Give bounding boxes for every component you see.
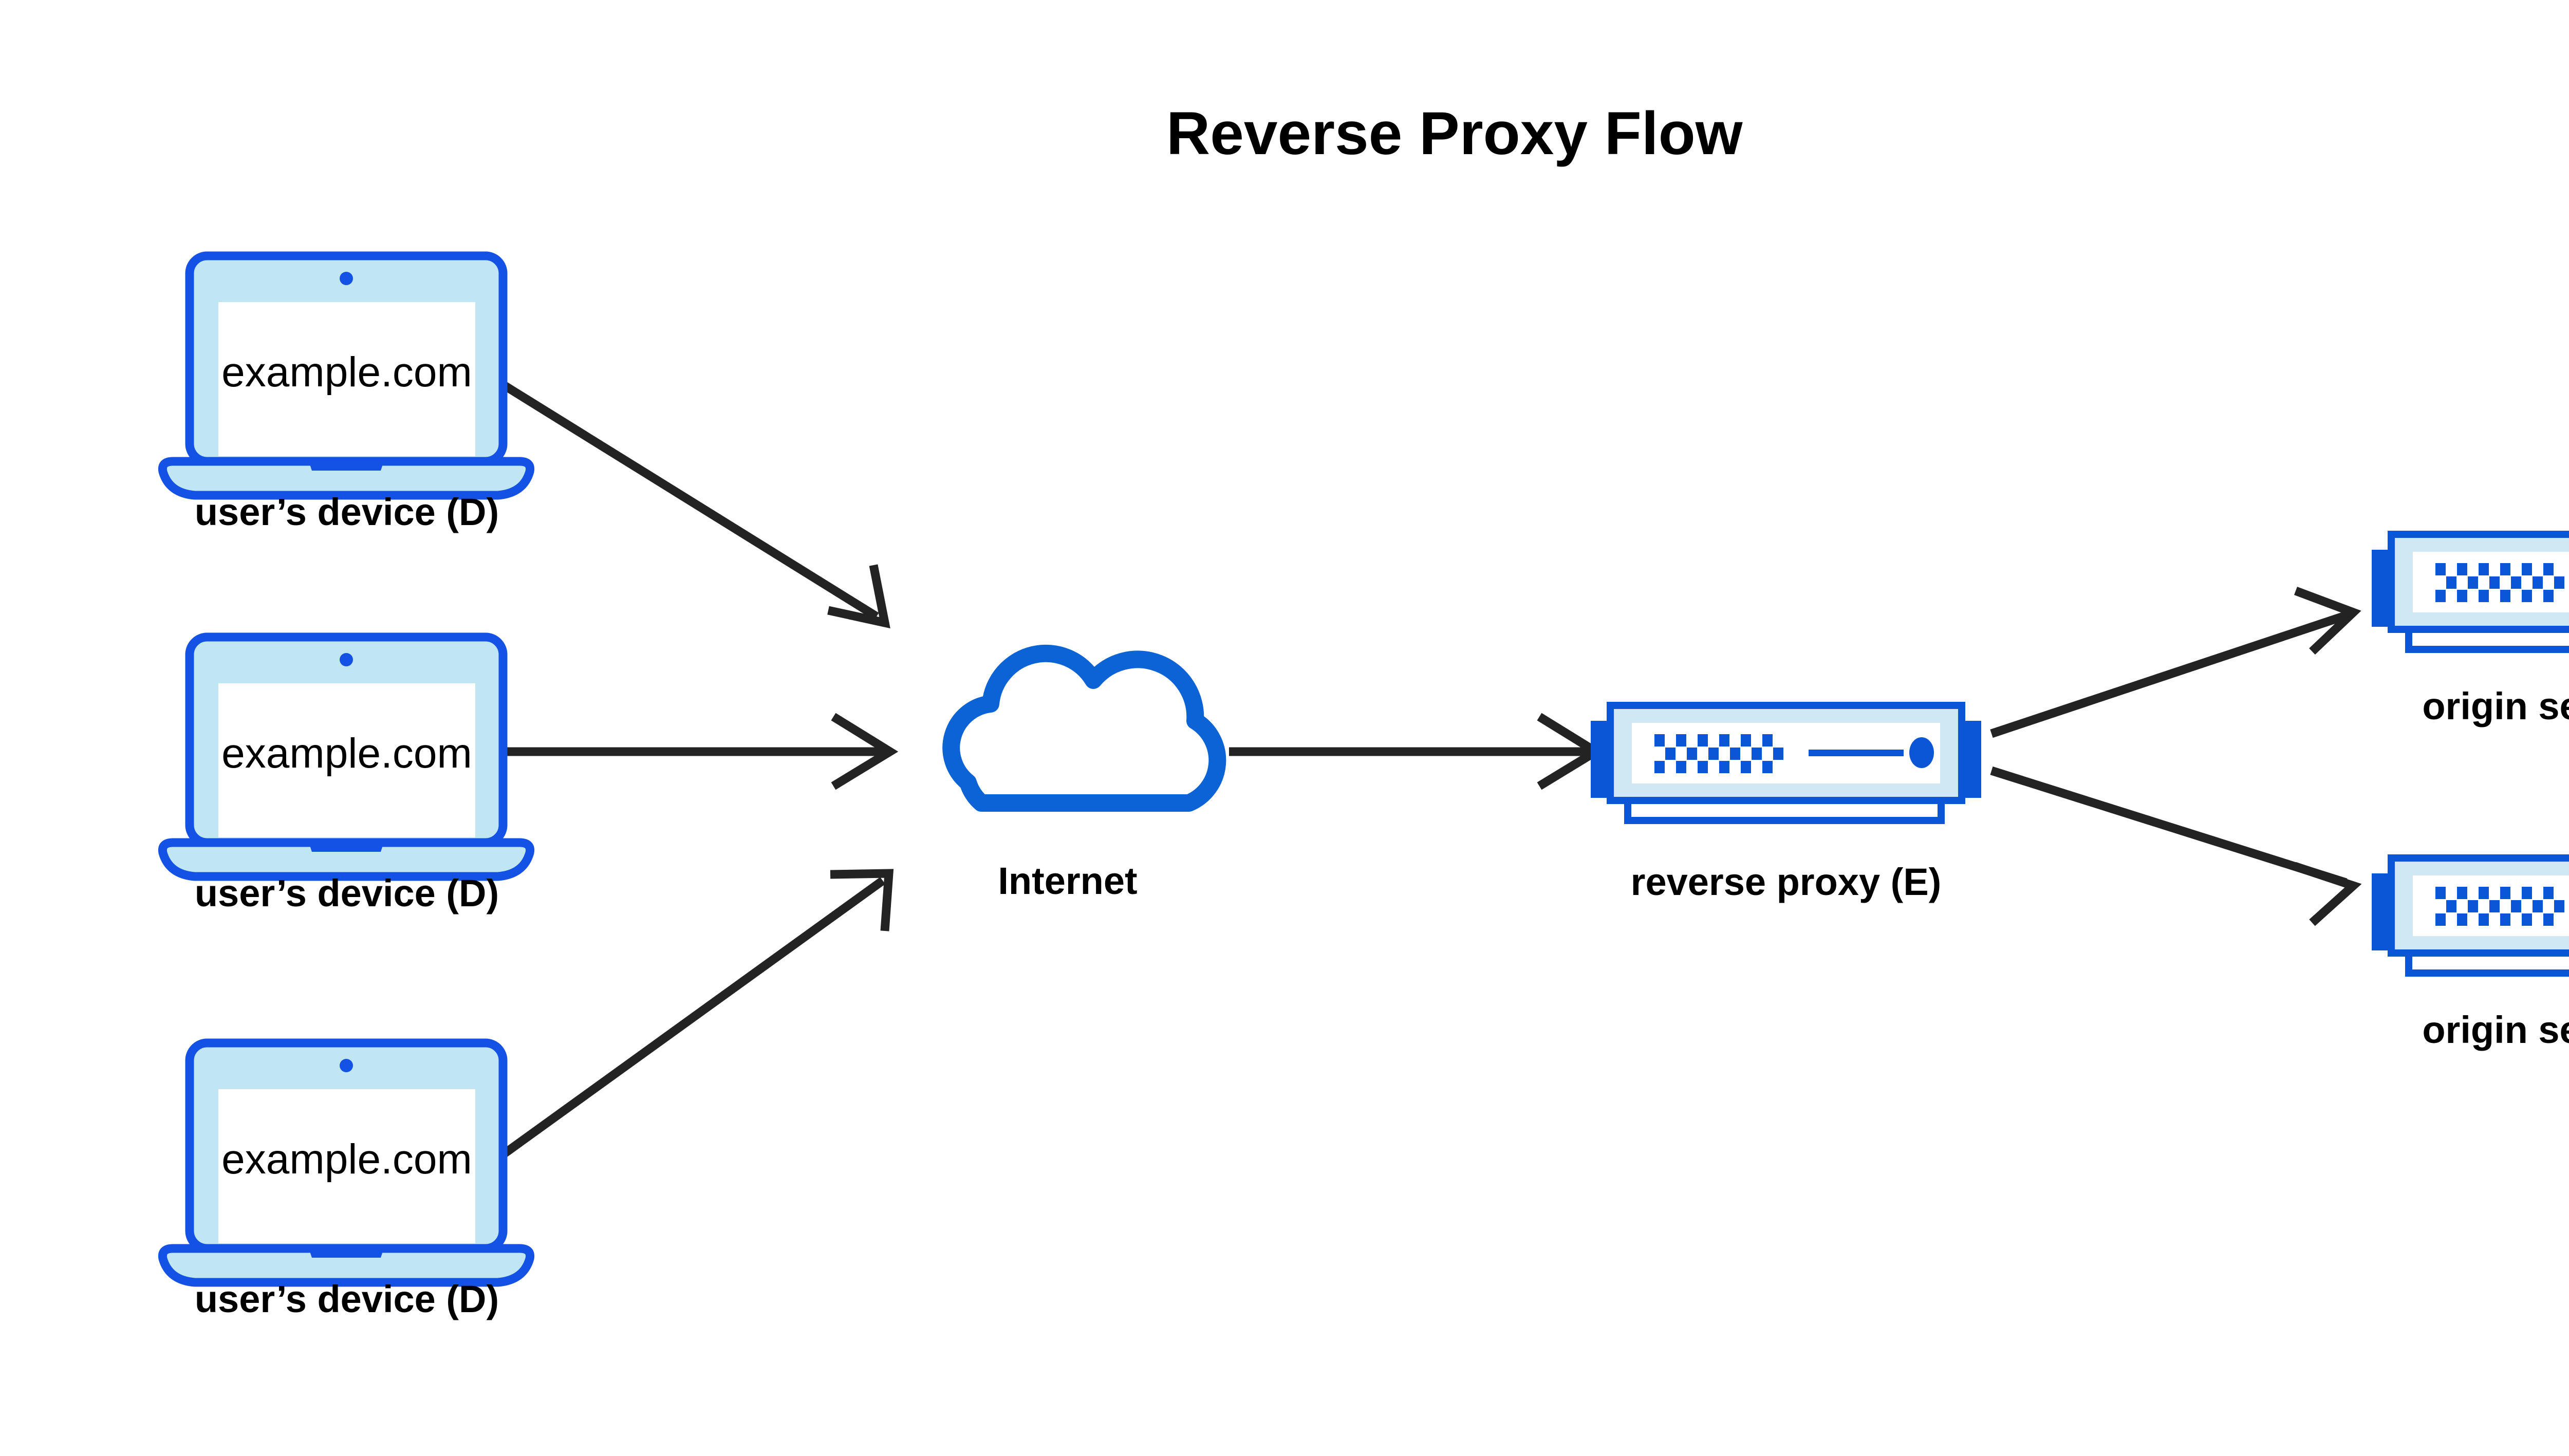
node-origin-server-1[interactable]: origin server (F) bbox=[2372, 534, 2569, 727]
origin-server-label: origin server (F) bbox=[2422, 685, 2569, 727]
page-title: Reverse Proxy Flow bbox=[1166, 100, 1743, 167]
server-icon bbox=[2372, 858, 2569, 973]
arrow-device1-to-internet bbox=[500, 380, 890, 629]
device-label: user’s device (D) bbox=[195, 491, 499, 533]
node-user-device-3[interactable]: example.com user’s device (D) bbox=[162, 1043, 530, 1320]
server-icon bbox=[1591, 705, 1981, 820]
device-label: user’s device (D) bbox=[195, 1278, 499, 1320]
reverse-proxy-label: reverse proxy (E) bbox=[1631, 861, 1942, 903]
arrow-device3-to-internet bbox=[500, 869, 894, 1159]
connections-layer bbox=[500, 380, 2362, 1159]
device-label: user’s device (D) bbox=[195, 872, 499, 914]
device-screen-text: example.com bbox=[221, 730, 472, 777]
arrow-proxy-to-origin2 bbox=[1990, 766, 2362, 926]
node-internet[interactable]: Internet bbox=[951, 654, 1217, 902]
device-screen-text: example.com bbox=[221, 349, 472, 396]
cloud-icon bbox=[951, 654, 1217, 803]
arrow-device2-to-internet bbox=[502, 713, 899, 790]
arrow-proxy-to-origin1 bbox=[1990, 587, 2361, 738]
device-screen-text: example.com bbox=[221, 1136, 472, 1183]
arrow-internet-to-proxy bbox=[1229, 713, 1605, 790]
origin-server-label: origin server (F) bbox=[2422, 1009, 2569, 1051]
node-user-device-2[interactable]: example.com user’s device (D) bbox=[162, 637, 530, 914]
node-user-device-1[interactable]: example.com user’s device (D) bbox=[162, 256, 530, 533]
internet-label: Internet bbox=[998, 860, 1137, 902]
server-icon bbox=[2372, 534, 2569, 649]
node-reverse-proxy[interactable]: reverse proxy (E) bbox=[1591, 705, 1981, 903]
node-origin-server-2[interactable]: origin server (F) bbox=[2372, 858, 2569, 1051]
